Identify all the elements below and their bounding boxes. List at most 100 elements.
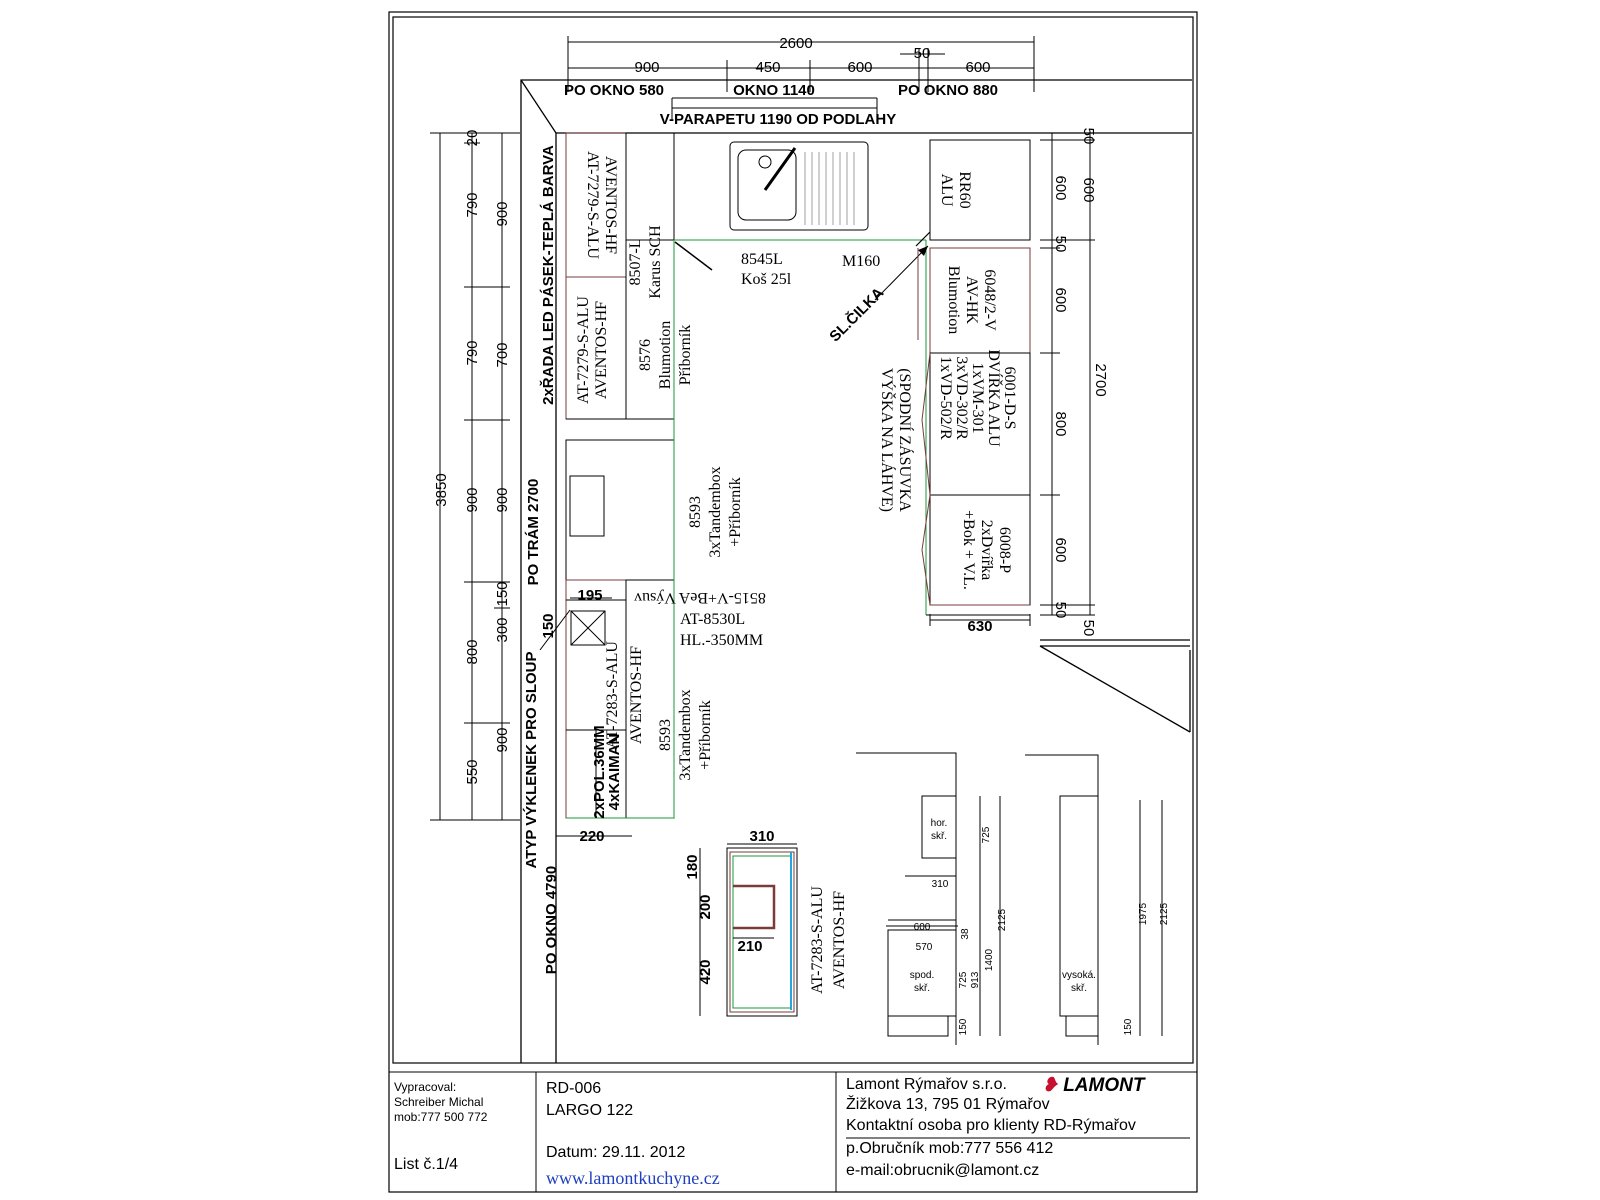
detail-dim-200: 200: [697, 894, 714, 919]
author-name: Schreiber Michal: [394, 1095, 484, 1109]
beam-label: PO TRÁM 2700: [525, 479, 542, 586]
svg-text:8515-V+BeA Výsuv: 8515-V+BeA Výsuv: [634, 589, 766, 606]
svg-text:2xDvířka: 2xDvířka: [978, 520, 995, 580]
leader-arrow-cilka: [918, 246, 928, 256]
dim-left-a4: 900: [464, 487, 481, 512]
dim-right-outer-1: 50: [1080, 128, 1097, 145]
contact-email[interactable]: e-mail:obrucnik@lamont.cz: [846, 1162, 1040, 1179]
svg-text:Koš 25l: Koš 25l: [741, 271, 792, 288]
right-dimensions: [929, 133, 1095, 626]
corner-stub: [915, 231, 931, 247]
project-code: RD-006: [546, 1080, 602, 1097]
detail-label: AT-7283-S-ALU AVENTOS-HF: [809, 886, 848, 994]
elev-dim-2125a: 2125: [997, 908, 1008, 931]
elev-hor-1: hor.: [931, 818, 948, 829]
dim-total-width: 2600: [779, 35, 812, 52]
cabinet-detail: [699, 843, 798, 1017]
dim-right-2: 50: [1052, 236, 1069, 253]
unit-label-5: 8593 3xTandembox +Příborník: [687, 466, 744, 557]
unit-label-7: AT-8530L HL.-350MM: [680, 611, 763, 649]
logo-mark-icon: ❥: [1042, 1075, 1058, 1096]
company-name: Lamont Rýmařov s.r.o.: [846, 1076, 1007, 1093]
dim-right-5: 600: [1052, 537, 1069, 562]
svg-text:VÝŠKA NA LÁHVE): VÝŠKA NA LÁHVE): [878, 368, 897, 512]
leader-line-cilka: [874, 245, 929, 301]
svg-text:6048/2-V: 6048/2-V: [981, 269, 998, 331]
leader-150: [539, 609, 571, 651]
logo-wordmark: LAMONT: [1063, 1075, 1145, 1096]
opening-label-2: OKNO 1140: [733, 82, 815, 99]
elev-dim-38: 38: [960, 928, 971, 940]
sink: [729, 141, 869, 231]
svg-text:AT-7283-S-ALU: AT-7283-S-ALU: [604, 641, 621, 749]
svg-text:8507-L: 8507-L: [627, 238, 644, 285]
unit-label-6: 8515-V+BeA Výsuv: [634, 589, 766, 606]
dim-right-4: 800: [1052, 411, 1069, 436]
svg-text:+Bok + V.L.: +Bok + V.L.: [960, 510, 977, 590]
dim-195: 195: [577, 587, 602, 604]
elev-dim-1975: 1975: [1138, 902, 1149, 925]
svg-text:DVÍŘKA ALU: DVÍŘKA ALU: [985, 349, 1004, 447]
dim-left-b4: 150: [494, 581, 511, 606]
drawing-frame: [392, 16, 1194, 1064]
window-opening: [671, 97, 878, 120]
elev-vys-1: vysoká.: [1062, 970, 1096, 981]
svg-text:+Příborník: +Příborník: [727, 477, 744, 546]
right-cabinet-run: [917, 139, 1031, 616]
dim-right-total: 2700: [1092, 363, 1109, 396]
elev-dim-150a: 150: [958, 1018, 969, 1035]
dim-left-b1: 900: [494, 201, 511, 226]
svg-text:RR60: RR60: [956, 171, 973, 208]
elev-dim-725b: 725: [958, 971, 969, 988]
detail-dim-180: 180: [684, 854, 701, 879]
dim-left-b5: 300: [494, 617, 511, 642]
elev-spod-2: skř.: [914, 983, 930, 994]
elev-dim-2125b: 2125: [1159, 902, 1170, 925]
company-logo: ❥ LAMONT: [1042, 1074, 1144, 1097]
dim-right-3: 600: [1052, 287, 1069, 312]
dim-right-depth: 630: [967, 618, 992, 635]
opening-label-1: PO OKNO 580: [564, 82, 664, 99]
drawer-swing-line: [674, 241, 713, 271]
svg-text:8593: 8593: [687, 496, 704, 528]
elevation-section: [856, 752, 1163, 1045]
svg-text:3xTandembox: 3xTandembox: [677, 689, 694, 780]
svg-text:+Příborník: +Příborník: [697, 700, 714, 769]
contact-line: Kontaktní osoba pro klienty RD-Rýmařov: [846, 1117, 1136, 1134]
right-label-5: 6008-P 2xDvířka +Bok + V.L.: [960, 510, 1013, 590]
dim-right-6: 50: [1052, 602, 1069, 619]
detail-dim-310: 310: [749, 828, 774, 845]
dim-left-a1: 20: [464, 130, 481, 147]
svg-text:AT-7279-S-ALU: AT-7279-S-ALU: [584, 151, 601, 259]
elev-dim-150b: 150: [1123, 1018, 1134, 1035]
dim-150-niche: 150: [540, 613, 557, 638]
dim-top-4: 50: [914, 45, 931, 62]
company-address: Žižkova 13, 795 01 Rýmařov: [846, 1096, 1050, 1113]
website-link[interactable]: www.lamontkuchyne.cz: [546, 1168, 720, 1188]
atyp-niche-label: ATYP VÝKLENEK PRO SLOUP: [522, 652, 540, 869]
left-cabinet-run: [565, 132, 675, 819]
dim-left-a3: 790: [464, 340, 481, 365]
cilka-label: SL.ČILKA: [826, 284, 888, 346]
svg-text:AVENTOS-HF: AVENTOS-HF: [628, 646, 645, 744]
elev-dim-725a: 725: [981, 826, 992, 843]
sink-label: 8545L Koš 25l: [741, 251, 792, 288]
svg-text:8545L: 8545L: [741, 251, 783, 268]
dim-left-a6: 550: [464, 759, 481, 784]
dim-top-2: 450: [755, 59, 780, 76]
right-label-3: 6001-D-S DVÍŘKA ALU 1xVM-301 3xVD-302/R …: [937, 349, 1018, 447]
svg-text:8576: 8576: [637, 339, 654, 371]
elev-spod-1: spod.: [910, 970, 934, 981]
svg-text:1xVD-502/R: 1xVD-502/R: [937, 356, 954, 440]
svg-text:AT-8530L: AT-8530L: [680, 611, 745, 628]
elev-vys-2: skř.: [1071, 983, 1087, 994]
unit-label-8: AT-7283-S-ALU AVENTOS-HF: [604, 641, 645, 749]
svg-text:AVENTOS-HF: AVENTOS-HF: [831, 891, 848, 989]
left-dimensions: [430, 132, 520, 821]
svg-text:2xPOL.36MM: 2xPOL.36MM: [591, 725, 608, 818]
svg-text:1xVM-301: 1xVM-301: [969, 362, 986, 433]
elev-dim-310: 310: [932, 879, 949, 890]
dim-left-b6: 900: [494, 727, 511, 752]
author-phone: mob:777 500 772: [394, 1110, 488, 1124]
